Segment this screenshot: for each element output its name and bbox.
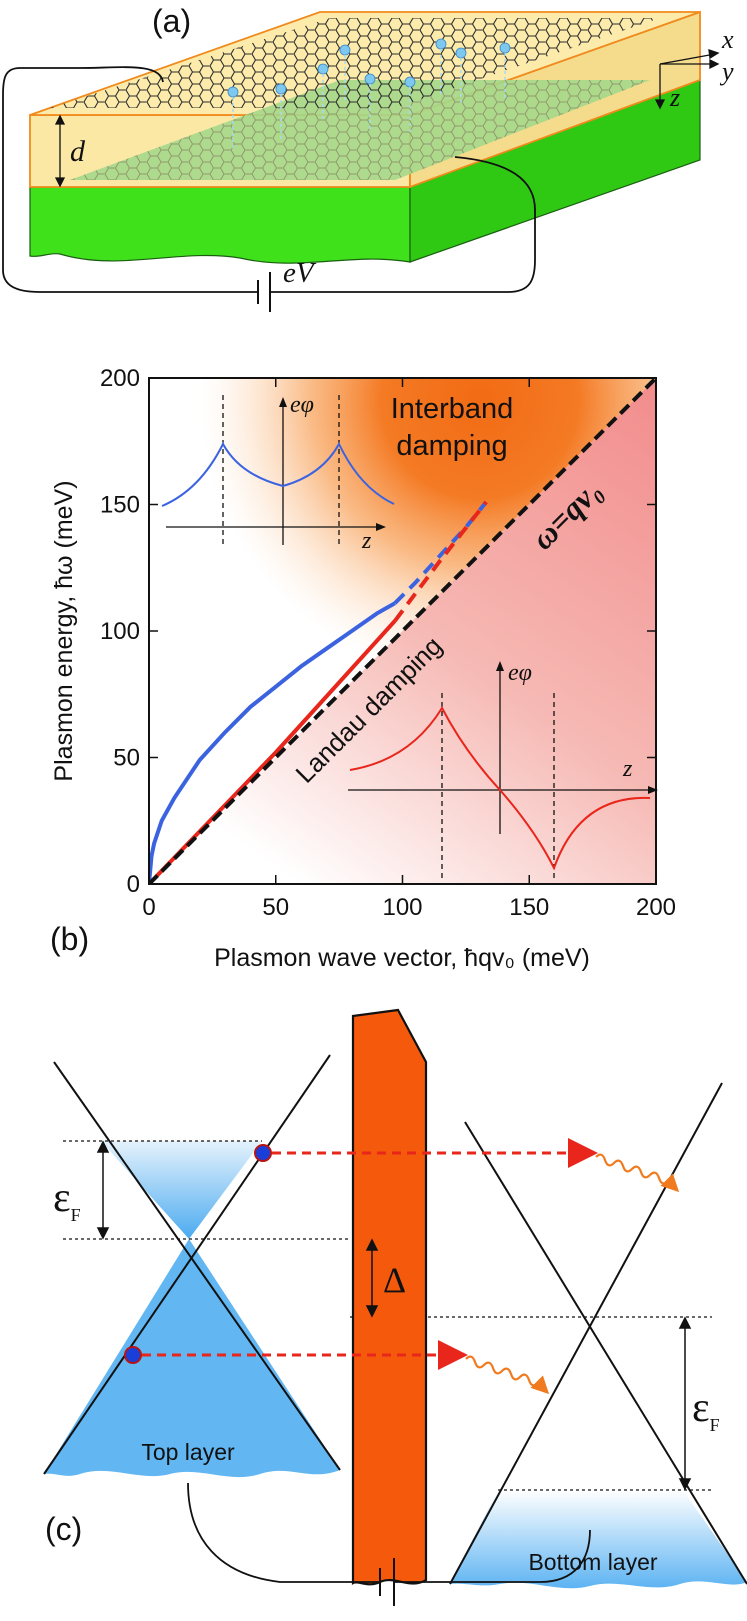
delta-label: Δ — [383, 1260, 406, 1300]
delta-arrow — [365, 1238, 379, 1318]
top-layer-label: Top layer — [141, 1439, 235, 1465]
y-tick-label: 100 — [100, 618, 140, 645]
plasmon-curve-3 — [393, 500, 488, 623]
axes-icon — [654, 49, 720, 110]
interband-label-2: damping — [396, 430, 507, 462]
x-tick-label: 150 — [509, 894, 549, 921]
y-tick-label: 150 — [100, 492, 140, 519]
panel-c-label: (c) — [45, 1511, 82, 1547]
interband-label-1: Interband — [391, 393, 514, 425]
fermi-arrow-bottom — [678, 1316, 692, 1491]
fermi-label-bottom: εF — [692, 1385, 720, 1435]
x-tick-label: 100 — [382, 894, 422, 921]
top-cone-lower-fill — [44, 1239, 340, 1478]
panel-b-label: (b) — [50, 921, 89, 957]
inset-top-ylabel: eφ — [290, 392, 314, 418]
circuit-wire-c — [187, 1482, 591, 1583]
inset-bottom: eφ z — [348, 660, 658, 878]
tunneling-arrows — [232, 49, 506, 150]
y-tick-label: 0 — [127, 871, 140, 898]
inset-top: eφ z — [161, 392, 395, 554]
tick-marks — [148, 377, 657, 885]
omega-reference-line — [149, 378, 656, 884]
inset-bottom-ylabel: eφ — [508, 660, 532, 686]
panel-a: d eV x y z (a) — [2, 3, 734, 312]
inset-bottom-curve — [349, 705, 651, 871]
thickness-arrow — [54, 114, 66, 188]
substrate-front — [29, 186, 411, 264]
photon-icon-upper — [595, 1153, 680, 1193]
x-tick-label: 50 — [262, 894, 289, 921]
thickness-label: d — [70, 135, 86, 168]
top-graphene — [50, 18, 660, 108]
electron-lower — [124, 1346, 142, 1364]
top-cone-upper-fill — [101, 1141, 262, 1239]
axis-x-label: x — [721, 25, 734, 54]
battery-icon-c — [379, 1558, 395, 1606]
panel-a-label: (a) — [152, 3, 191, 39]
fermi-label-top: εF — [53, 1175, 81, 1225]
electron-upper — [254, 1144, 272, 1162]
x-tick-label: 200 — [636, 894, 676, 921]
axis-z-label: z — [669, 83, 680, 112]
inset-bottom-xlabel: z — [622, 756, 633, 782]
bottom-cone-fill — [450, 1490, 747, 1589]
bottom-layer-label: Bottom layer — [528, 1549, 657, 1575]
battery-icon — [257, 272, 271, 312]
axis-y-label: y — [719, 57, 734, 86]
panel-b: 0 50 100 150 200 0 50 100 150 200 Interband dampi… — [50, 365, 676, 972]
photon-icon-lower — [465, 1355, 550, 1395]
plasmon-curve-0 — [149, 601, 396, 884]
y-tick-label: 50 — [113, 745, 140, 772]
voltage-label: eV — [283, 257, 317, 289]
y-tick-label: 200 — [100, 365, 140, 392]
circuit-wire-right — [270, 156, 536, 293]
circuit-wire-left — [2, 66, 258, 293]
panel-c: εF Δ εF Top layer Bottom layer (c) — [43, 1008, 747, 1606]
y-axis-title: Plasmon energy, ħω (meV) — [50, 480, 78, 781]
x-axis-title: Plasmon wave vector, ħqv₀ (meV) — [214, 944, 590, 972]
landau-region — [149, 378, 656, 884]
inset-top-xlabel: z — [361, 528, 372, 554]
inset-top-curve — [161, 441, 395, 507]
electrons — [227, 38, 511, 98]
x-tick-label: 0 — [142, 894, 155, 921]
fermi-arrow-top — [96, 1140, 110, 1240]
